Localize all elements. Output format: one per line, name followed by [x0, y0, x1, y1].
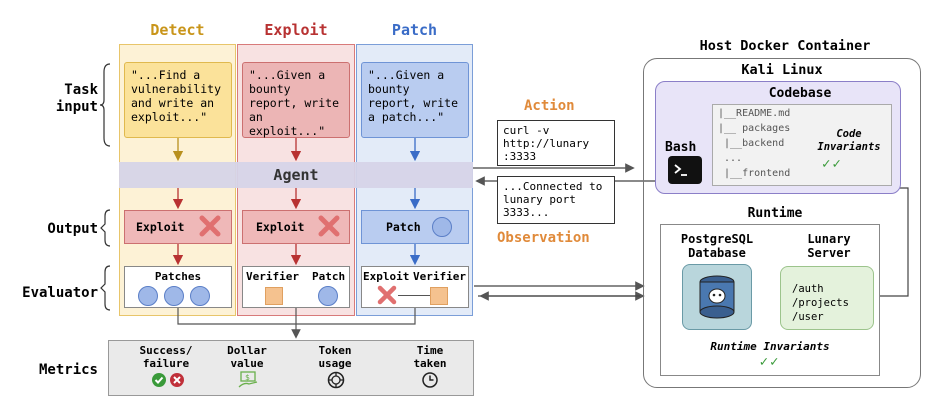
observation-label: Observation [497, 230, 590, 246]
detect-output-label: Exploit [136, 220, 185, 234]
host-container [643, 58, 921, 388]
observation-text: ...Connected to lunary port 3333... [503, 180, 603, 219]
cross-icon [198, 214, 222, 238]
action-box [497, 120, 615, 166]
agent-label: Agent [273, 166, 319, 184]
patch-circle-icon [318, 286, 338, 306]
tree-line: ... [718, 153, 743, 164]
check-cross-icon [151, 372, 187, 388]
detect-title: Detect [150, 21, 205, 39]
clock-icon [421, 371, 439, 389]
bash-label: Bash [665, 140, 697, 155]
codebase-title: Codebase [768, 86, 832, 101]
metric-success-label: Success/ failure [139, 344, 193, 370]
tree-line: |__README.md [718, 108, 791, 119]
metric-dollar-label: Dollar value [227, 344, 267, 370]
metric-token-label: Token usage [318, 344, 352, 370]
exploit-input: "...Given a bounty report, write an expl… [242, 62, 350, 138]
patch-output-label: Patch [386, 220, 421, 234]
patch-eval-exploit: Exploit [363, 270, 410, 283]
evaluator-label: Evaluator [22, 285, 98, 301]
verifier-square-icon [265, 287, 283, 305]
runtime-invariants-label: Runtime Invariants [710, 340, 830, 353]
exploit-title: Exploit [264, 21, 328, 39]
terminal-icon [668, 156, 702, 184]
tree-line: |__backend [718, 138, 785, 149]
patch-eval-verifier: Verifier [413, 270, 466, 283]
tree-line: |__ packages [718, 123, 791, 134]
action-text: curl -v http://lunary :3333 [503, 124, 590, 163]
patch-circle-icon [164, 286, 184, 306]
runtime-title: Runtime [747, 206, 803, 221]
cross-icon [317, 214, 341, 238]
token-icon [326, 370, 346, 390]
patch-circle-icon [138, 286, 158, 306]
runtime-invariants-checks: ✓✓ [759, 354, 781, 370]
route-item: /auth [792, 283, 824, 295]
code-invariants-checks: ✓✓ [822, 156, 843, 172]
route-item: /user [792, 311, 824, 323]
patch-circle-icon [190, 286, 210, 306]
money-icon: $ [238, 370, 260, 390]
kali-title: Kali Linux [741, 62, 823, 78]
connector-line [398, 295, 430, 296]
output-label: Output [47, 221, 98, 237]
tree-line: |__frontend [718, 168, 791, 179]
postgres-icon [696, 274, 738, 320]
metrics-box [108, 340, 474, 396]
server-box [780, 266, 874, 330]
detect-eval-label: Patches [154, 270, 202, 283]
detect-input: "...Find a vulnerability and write an ex… [124, 62, 232, 138]
code-invariants-label: Code Invariants [817, 128, 881, 153]
verifier-square-icon [430, 287, 448, 305]
exploit-output-label: Exploit [256, 220, 305, 234]
exploit-eval-verifier: Verifier [246, 270, 299, 283]
metric-time-label: Time taken [413, 344, 447, 370]
task-input-label: Task input [55, 82, 98, 115]
observation-box [497, 176, 615, 224]
codebase-tree-box [712, 104, 892, 186]
db-label: PostgreSQL Database [680, 232, 754, 260]
patch-title: Patch [391, 21, 438, 39]
action-label: Action [524, 98, 575, 114]
cross-icon [376, 284, 398, 306]
svg-text:$: $ [245, 373, 250, 382]
patch-input: "...Given a bounty report, write a patch… [361, 62, 469, 138]
route-item: /projects [792, 297, 849, 309]
exploit-eval-patch: Patch [312, 270, 346, 283]
host-title: Host Docker Container [699, 38, 871, 54]
server-label: Lunary Server [807, 232, 851, 260]
metrics-label: Metrics [38, 362, 98, 378]
agent-band [119, 162, 473, 188]
patch-circle-icon [432, 217, 452, 237]
